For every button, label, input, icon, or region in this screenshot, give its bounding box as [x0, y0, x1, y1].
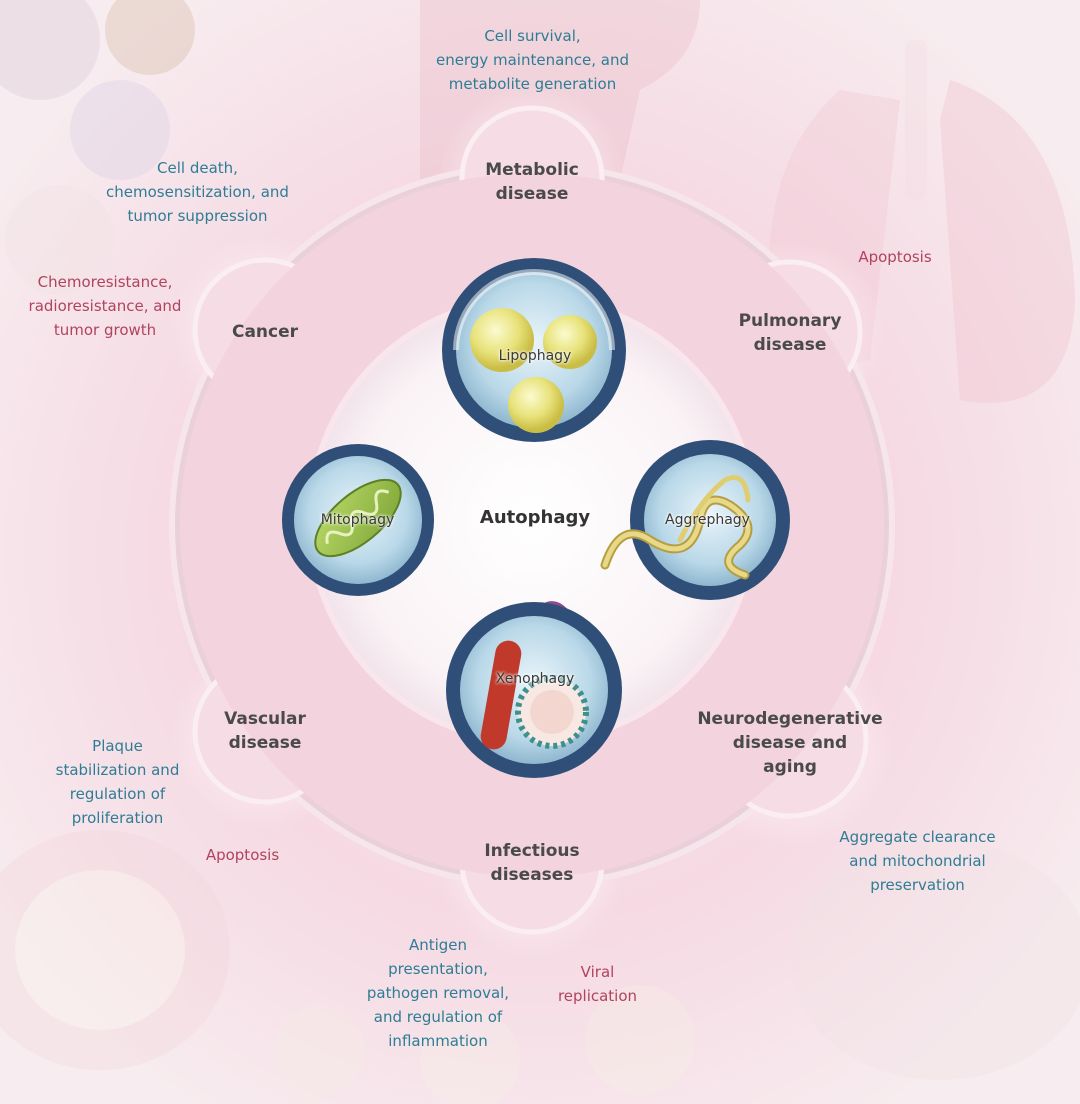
lipid-droplet-3	[508, 377, 564, 433]
cancer-label: Cancer	[231, 322, 299, 342]
trachea-silhouette	[905, 40, 927, 200]
lung-right-silhouette	[940, 80, 1075, 403]
xenophagy-label: Xenophagy	[495, 671, 575, 687]
infectious-protective-effect: Antigen presentation, pathogen removal, …	[366, 936, 510, 1050]
bg-cell-6	[420, 1010, 520, 1104]
bg-cell-4	[5, 185, 115, 295]
bg-cell-7	[585, 985, 695, 1095]
xenophagy-vesicle	[446, 601, 622, 778]
mitophagy-label: Mitophagy	[320, 512, 395, 528]
infectious-harmful-effect: Viral replication	[557, 963, 638, 1005]
lipid-droplet-1	[470, 308, 534, 372]
aggrephagy-vesicle	[600, 440, 790, 600]
mitochondrion	[314, 478, 402, 558]
vessel-silhouette	[0, 830, 230, 1070]
vascular-disease-label: Vascular disease	[224, 709, 306, 753]
bg-cell-5	[275, 1005, 365, 1095]
neurodegenerative-disease-label: Neurodegenerative disease and aging	[697, 709, 883, 777]
cancer-harmful-effect: Chemoresistance, radioresistance, and tu…	[28, 273, 182, 339]
infectious-diseases-label: Infectious diseases	[484, 841, 580, 885]
lipophagy-vesicle	[442, 258, 626, 442]
cancer-protective-effect: Cell death, chemosensitization, and tumo…	[106, 159, 289, 225]
pulmonary-harmful-effect: Apoptosis	[858, 248, 932, 266]
lipid-droplet-2	[543, 315, 597, 369]
vessel-lumen	[15, 870, 185, 1030]
brain-silhouette	[790, 840, 1080, 1080]
metabolic-disease-label: Metabolic disease	[485, 160, 579, 204]
neurodegenerative-protective-effect: Aggregate clearance and mitochondrial pr…	[839, 828, 996, 894]
lipophagy-label: Lipophagy	[498, 348, 572, 364]
bacterium	[480, 640, 522, 750]
mitophagy-vesicle	[282, 444, 434, 596]
metabolic-protective-effect: Cell survival, energy maintenance, and m…	[435, 27, 630, 93]
bg-cell-1	[0, 0, 100, 100]
pulmonary-disease-label: Pulmonary disease	[738, 311, 842, 355]
vascular-protective-effect: Plaque stabilization and regulation of p…	[55, 737, 180, 827]
autophagy-label: Autophagy	[479, 507, 591, 528]
bg-cell-2	[105, 0, 195, 75]
bg-cell-3	[70, 80, 170, 180]
aggrephagy-label: Aggrephagy	[665, 512, 750, 528]
vascular-harmful-effect: Apoptosis	[205, 846, 280, 864]
